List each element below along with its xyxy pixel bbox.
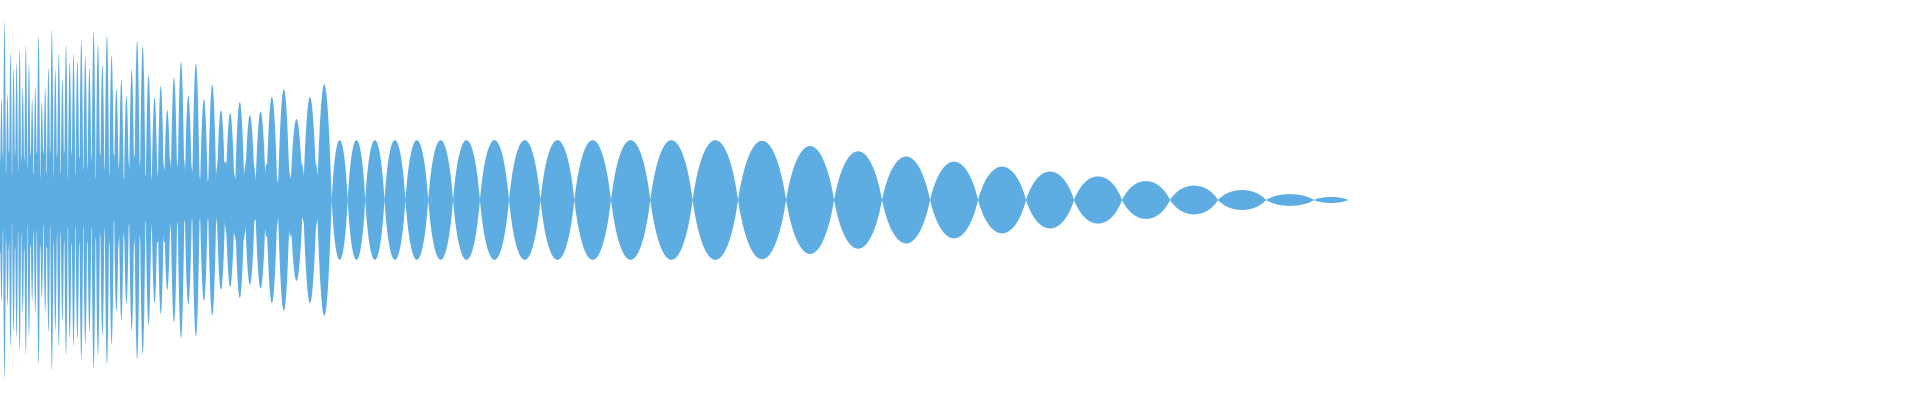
waveform-fill [0,22,1348,378]
